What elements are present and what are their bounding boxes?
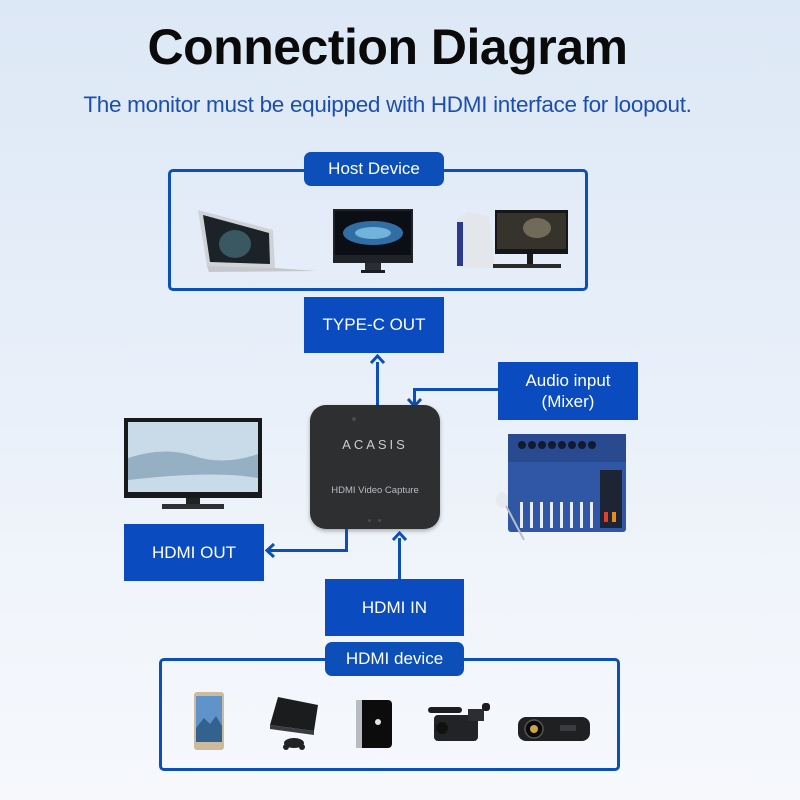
indicator-dot xyxy=(352,417,356,421)
audio-connector-vertical xyxy=(413,388,416,406)
page-subtitle: The monitor must be equipped with HDMI i… xyxy=(83,92,692,117)
hdmi-in-connector-line xyxy=(398,538,401,580)
game-console-icon xyxy=(268,695,320,751)
audio-connector-horizontal xyxy=(413,388,499,391)
arrow-left-icon xyxy=(265,543,275,558)
audio-input-box: Audio input (Mixer) xyxy=(498,362,638,420)
hdmi-out-box: HDMI OUT xyxy=(124,524,264,581)
monitor-icon xyxy=(124,418,262,510)
audio-input-label: Audio input xyxy=(525,370,611,390)
arrow-up-icon xyxy=(370,354,385,364)
smartphone-icon xyxy=(194,692,224,750)
arrow-up-icon xyxy=(392,531,407,541)
all-in-one-icon xyxy=(332,208,414,274)
audio-mixer-icon xyxy=(490,430,640,540)
type-c-out-box: TYPE-C OUT xyxy=(304,297,444,353)
hdmi-out-connector-vertical xyxy=(345,529,348,552)
hdmi-device-label: HDMI device xyxy=(325,642,464,676)
audio-input-sublabel: (Mixer) xyxy=(541,392,595,411)
device-label: HDMI Video Capture xyxy=(331,485,419,496)
device-brand-logo: ACASIS xyxy=(342,437,408,452)
set-top-box-icon xyxy=(356,700,392,748)
laptop-icon xyxy=(195,208,320,274)
led-dot xyxy=(378,519,381,522)
hdmi-in-box: HDMI IN xyxy=(325,579,464,636)
desktop-pc-icon xyxy=(455,210,570,272)
type-c-connector-line xyxy=(376,362,379,408)
projector-icon xyxy=(516,713,592,745)
host-device-label: Host Device xyxy=(304,152,444,186)
hdmi-out-connector-horizontal xyxy=(268,549,348,552)
led-dot xyxy=(368,519,371,522)
camcorder-icon xyxy=(428,703,494,745)
hdmi-capture-device: ACASIS HDMI Video Capture xyxy=(310,405,440,529)
page-title: Connection Diagram xyxy=(147,19,628,75)
